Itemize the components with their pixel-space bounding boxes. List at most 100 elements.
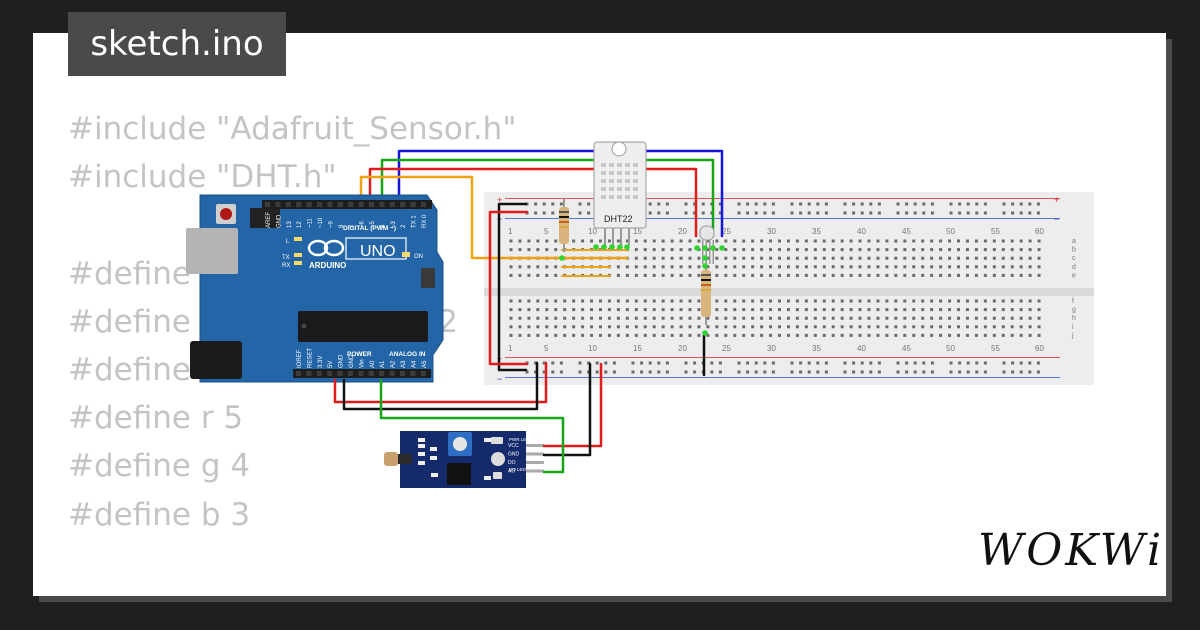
breadboard-hole (527, 308, 531, 312)
column-number: 55 (991, 344, 1000, 353)
breadboard-hole (790, 211, 794, 215)
breadboard-hole (974, 325, 978, 329)
breadboard-hole (795, 256, 799, 260)
dht22-vent (625, 171, 630, 175)
ldr-pin (526, 469, 544, 473)
header-pin (337, 202, 343, 207)
breadboard-hole (849, 333, 853, 337)
breadboard-hole (679, 299, 683, 303)
breadboard-hole (992, 316, 996, 320)
breadboard-hole (742, 308, 746, 312)
breadboard-hole (894, 239, 898, 243)
breadboard-hole (679, 239, 683, 243)
breadboard-hole (885, 308, 889, 312)
breadboard-hole (877, 202, 881, 206)
dht22-vent (609, 163, 614, 167)
breadboard-hole (1028, 316, 1032, 320)
breadboard-hole (527, 239, 531, 243)
breadboard-hole (965, 299, 969, 303)
breadboard-hole (822, 248, 826, 252)
breadboard-hole (983, 211, 987, 215)
breadboard-hole (1010, 308, 1014, 312)
breadboard-hole (867, 333, 871, 337)
breadboard-hole (724, 299, 728, 303)
breadboard-hole (518, 316, 522, 320)
arduino-pin-label: 4 (380, 224, 386, 228)
breadboard-hole (983, 202, 987, 206)
breadboard-hole (661, 316, 665, 320)
breadboard-hole (643, 308, 647, 312)
breadboard-hole (643, 325, 647, 329)
breadboard-hole (733, 308, 737, 312)
breadboard-hole (559, 361, 563, 365)
breadboard-hole (640, 361, 644, 365)
arduino-power-jack (190, 341, 242, 379)
breadboard-hole (858, 273, 862, 277)
dht22-label: DHT22 (604, 214, 633, 224)
breadboard-hole (778, 308, 781, 312)
breadboard-hole (751, 299, 755, 303)
dht22-vent (625, 179, 630, 183)
breadboard-hole (706, 333, 710, 337)
breadboard-hole (509, 248, 513, 252)
breadboard-hole (1028, 256, 1032, 260)
breadboard-hole (1002, 202, 1006, 206)
breadboard-hole (876, 239, 880, 243)
smd-component (430, 447, 437, 451)
breadboard-hole (661, 308, 665, 312)
breadboard-hole (733, 299, 737, 303)
breadboard-hole (958, 202, 962, 206)
breadboard-hole (679, 308, 683, 312)
breadboard-hole (527, 316, 531, 320)
breadboard-hole (706, 256, 710, 260)
rgb-led-leg (705, 240, 707, 264)
breadboard-hole (921, 256, 925, 260)
breadboard-hole (896, 211, 900, 215)
breadboard-hole (957, 273, 960, 277)
breadboard-hole (612, 370, 616, 374)
breadboard-hole (634, 239, 638, 243)
breadboard-hole (545, 248, 549, 252)
breadboard-hole (625, 308, 629, 312)
breadboard-hole (1001, 248, 1005, 252)
breadboard-hole (509, 325, 513, 329)
breadboard-hole (693, 370, 697, 374)
breadboard-hole (760, 299, 764, 303)
breadboard-hole (518, 248, 522, 252)
dht22-pin (628, 228, 630, 245)
breadboard-hole (536, 333, 540, 337)
breadboard-hole (652, 265, 656, 269)
breadboard-hole (724, 273, 728, 277)
breadboard-hole (840, 273, 844, 277)
ldr-holder (398, 454, 412, 464)
breadboard-hole (822, 299, 826, 303)
breadboard-hole (688, 333, 692, 337)
smd-component (418, 444, 425, 448)
breadboard-hole (599, 308, 602, 312)
breadboard-hole (930, 256, 934, 260)
breadboard-hole (849, 239, 853, 243)
breadboard-hole (760, 265, 764, 269)
breadboard-hole (912, 248, 916, 252)
breadboard-hole (966, 202, 970, 206)
breadboard-hole (867, 325, 871, 329)
code-line: DHT dht(DHTPIN, DHTTYPE); (68, 587, 517, 596)
breadboard-hole (983, 316, 987, 320)
breadboard-hole (786, 273, 790, 277)
breadboard-hole (957, 265, 960, 269)
breadboard-hole (760, 239, 764, 243)
breadboard-hole (849, 273, 853, 277)
breadboard-hole (631, 370, 635, 374)
arduino-pin-label: 7 (349, 224, 355, 228)
breadboard-hole (939, 239, 943, 243)
arduino-pin-label: ~5 (370, 220, 376, 228)
breadboard-hole (1019, 202, 1023, 206)
breadboard-hole (975, 211, 979, 215)
breadboard-hole (813, 308, 817, 312)
breadboard-hole (974, 299, 978, 303)
breadboard-hole (607, 239, 611, 243)
breadboard-hole (545, 299, 549, 303)
connection-dot (624, 244, 630, 250)
breadboard-hole (724, 308, 728, 312)
breadboard-hole (885, 299, 889, 303)
